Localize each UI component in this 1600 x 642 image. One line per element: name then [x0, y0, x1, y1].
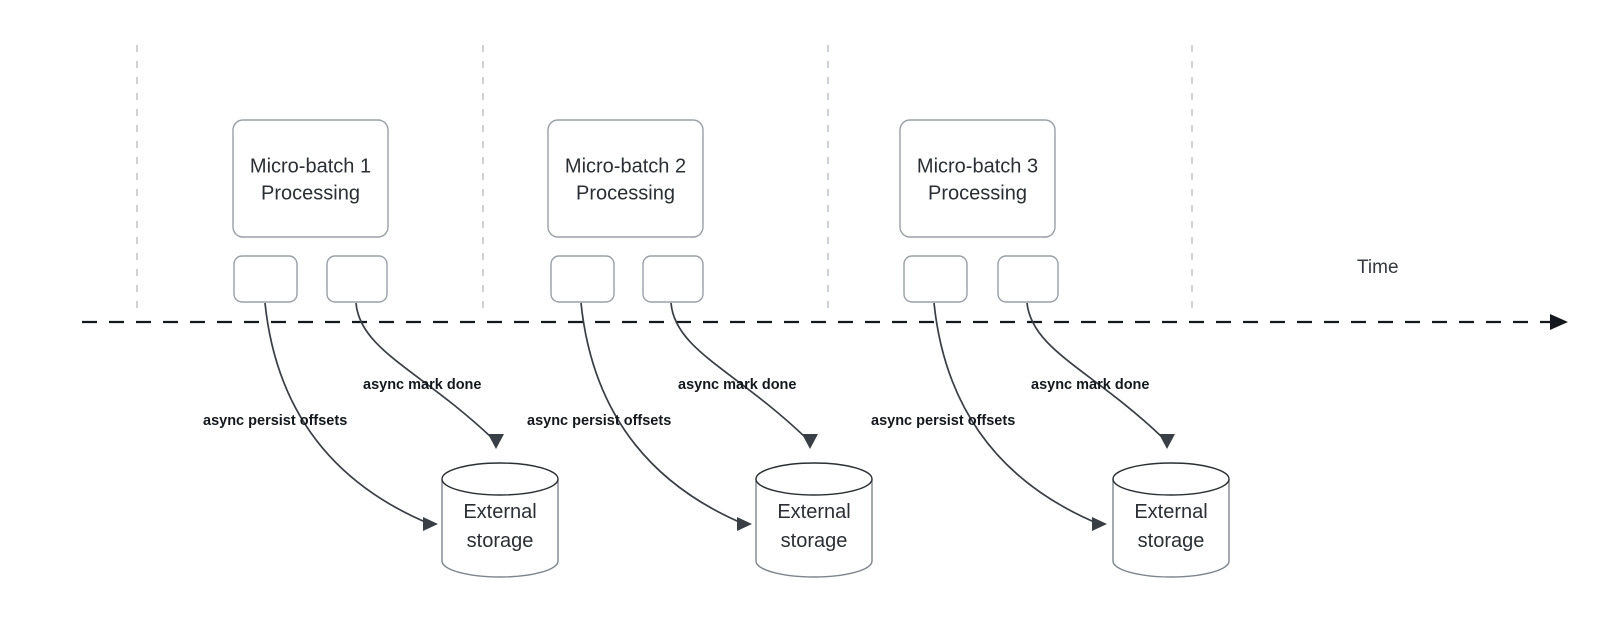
edge-label-persist-offsets-3: async persist offsets [871, 413, 1015, 429]
time-axis-group: Time [82, 257, 1568, 330]
arrow-head-icon-persist-offsets-2 [737, 517, 752, 531]
process-box-label-line1-1: Micro-batch 1 [250, 156, 371, 178]
edge-labels-group: async persist offsets async mark done asyn… [203, 377, 1149, 429]
persist-offsets-task-3[interactable] [903, 255, 968, 303]
storage-label-line1-3: External [1134, 501, 1207, 523]
storage-label-line1-1: External [463, 501, 536, 523]
persist-offsets-task-1[interactable] [233, 255, 298, 303]
flow-curve-persist-offsets-1 [264, 302, 431, 525]
persist-offsets-task-2[interactable] [550, 255, 615, 303]
process-box-label-line1-2: Micro-batch 2 [565, 156, 686, 178]
separator-lines-group [136, 45, 1193, 312]
storage-label-line1-2: External [777, 501, 850, 523]
process-box-2[interactable] [547, 119, 704, 238]
flow-curve-persist-offsets-2 [580, 302, 745, 525]
storage-cylinder-top-2[interactable] [755, 462, 873, 496]
process-box-label-line2-1: Processing [261, 183, 360, 205]
storage-label-line2-1: storage [467, 530, 534, 552]
arrow-head-icon-persist-offsets-1 [423, 517, 438, 531]
storage-cylinder-top-1[interactable] [441, 462, 559, 496]
arrow-head-icon-mark-done-2 [802, 434, 818, 449]
arrow-head-icon-mark-done-3 [1159, 434, 1175, 449]
flow-curve-mark-done-2 [670, 302, 807, 439]
mark-done-task-3[interactable] [997, 255, 1059, 303]
process-box-label-line1-3: Micro-batch 3 [917, 156, 1038, 178]
arrow-head-icon-mark-done-1 [488, 434, 504, 449]
edge-label-mark-done-2: async mark done [678, 377, 796, 393]
process-box-3[interactable] [899, 119, 1056, 238]
process-box-label-line2-2: Processing [576, 183, 675, 205]
edge-label-mark-done-3: async mark done [1031, 377, 1149, 393]
storage-label-line2-3: storage [1138, 530, 1205, 552]
flow-curve-mark-done-1 [355, 302, 493, 439]
process-box-label-line2-3: Processing [928, 183, 1027, 205]
mark-done-task-2[interactable] [642, 255, 704, 303]
flow-curve-persist-offsets-3 [933, 302, 1100, 525]
edge-label-persist-offsets-1: async persist offsets [203, 413, 347, 429]
edge-label-mark-done-1: async mark done [363, 377, 481, 393]
process-box-1[interactable] [232, 119, 389, 238]
storage-cylinder-body-1 [441, 479, 559, 578]
time-axis-label: Time [1357, 257, 1399, 278]
edge-label-persist-offsets-2: async persist offsets [527, 413, 671, 429]
time-axis-arrow-icon [1550, 314, 1568, 330]
storage-label-line2-2: storage [781, 530, 848, 552]
flow-curve-mark-done-3 [1026, 302, 1164, 439]
storage-cylinder-body-3 [1112, 479, 1230, 578]
flow-edges-group [264, 302, 1175, 531]
storage-cylinder-top-3[interactable] [1112, 462, 1230, 496]
mark-done-task-1[interactable] [326, 255, 388, 303]
storage-cylinder-body-2 [755, 479, 873, 578]
arrow-head-icon-persist-offsets-3 [1092, 517, 1107, 531]
